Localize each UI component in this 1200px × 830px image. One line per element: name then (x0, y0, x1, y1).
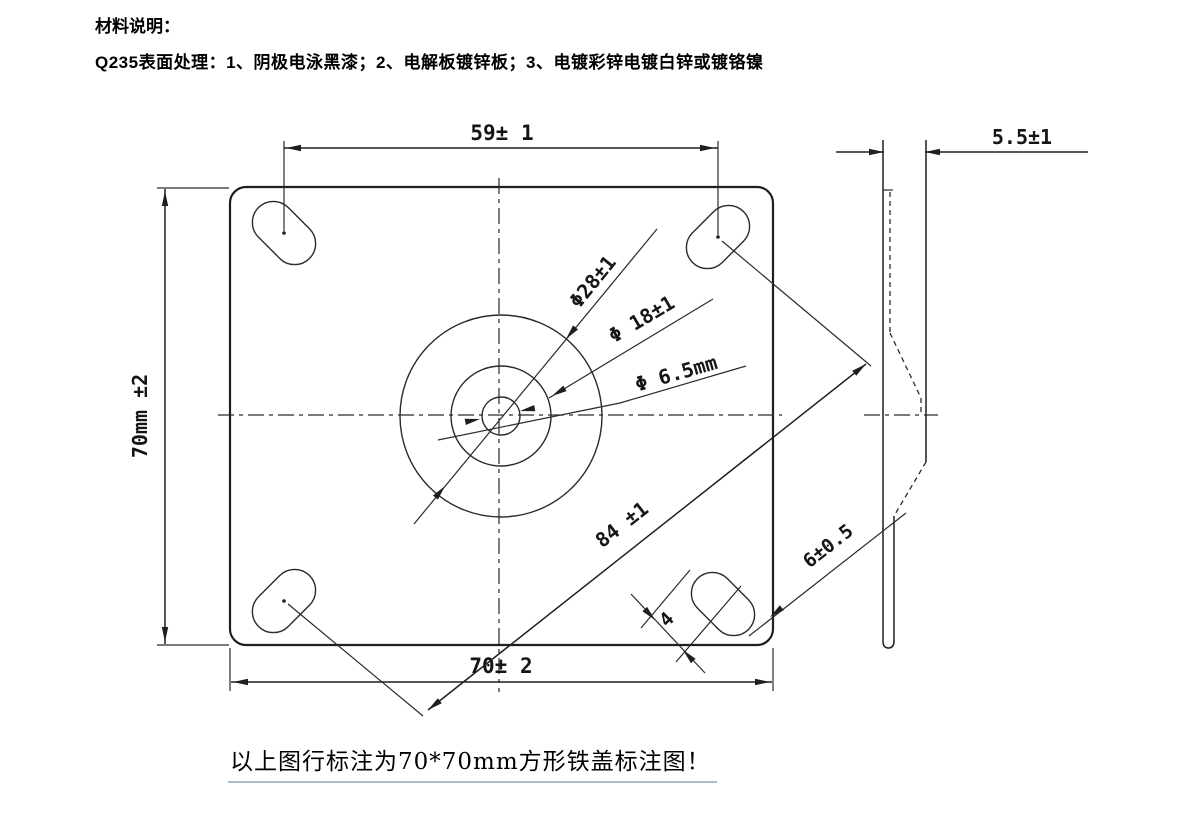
dim-bottom-width-label: 70± 2 (469, 654, 532, 678)
extension-line (675, 585, 742, 663)
dim-thickness: 5.5±1 (836, 125, 1088, 156)
extension-line (721, 240, 872, 367)
dim-thickness-label: 5.5±1 (992, 125, 1052, 149)
arrowhead (464, 418, 480, 426)
slot-bottom-left (251, 568, 317, 634)
leader-line (437, 365, 747, 441)
slot-top-right (685, 204, 751, 270)
arrowhead (566, 325, 579, 339)
dia-28-label: Φ28±1 (564, 251, 621, 313)
slot-bottom-right (690, 571, 756, 637)
leader-line (413, 228, 658, 525)
arrowhead (233, 678, 248, 686)
slot-center-mark (282, 231, 286, 235)
arrowhead (642, 606, 655, 620)
dim-top-width: 59± 1 (283, 121, 719, 235)
dia-18-label: Φ 18±1 (604, 290, 678, 347)
arrowhead (852, 364, 866, 376)
dim-left-height-label: 70mm ±2 (128, 374, 152, 458)
side-hidden-bend (889, 332, 922, 399)
arrowhead (520, 404, 536, 412)
dimension-line (748, 512, 907, 637)
dim-top-width-label: 59± 1 (470, 121, 533, 145)
leader-dia-6-5: Φ 6.5mm (437, 350, 747, 441)
circle-28mm (399, 314, 603, 518)
slot-center-mark (716, 235, 720, 239)
leader-line (548, 298, 714, 399)
dim-left-height: 70mm ±2 (128, 187, 229, 646)
material-note-body: Q235表面处理：1、阴极电泳黑漆；2、电解板镀锌板；3、电镀彩锌电镀白锌或镀铬… (95, 53, 764, 72)
extension-line (287, 603, 424, 717)
leader-dia-28: Φ28±1 (413, 228, 658, 525)
arrowhead (683, 650, 696, 664)
circle-18mm (450, 365, 552, 467)
dim-slot-length-label: 4 (655, 608, 679, 632)
dimension-line (630, 593, 706, 674)
arrowhead (432, 486, 445, 500)
dim-slot-length: 4 (630, 569, 742, 674)
extension-line (640, 569, 691, 629)
arrowhead (869, 148, 884, 156)
arrowhead (770, 605, 784, 617)
dimension-line (427, 363, 867, 711)
arrowhead (755, 678, 770, 686)
arrowhead (428, 698, 442, 710)
arrowhead (700, 144, 715, 152)
dim-slot-width-label: 6±0.5 (799, 520, 858, 573)
arrowhead (925, 148, 940, 156)
dim-bottom-width: 70± 2 (229, 648, 774, 691)
dia-6-5-label: Φ 6.5mm (632, 350, 720, 396)
arrowhead (161, 627, 169, 642)
slot-center-mark (282, 599, 286, 603)
arrowhead (552, 385, 567, 396)
dim-diagonal-label: 84 ±1 (591, 496, 653, 552)
arrowhead (286, 144, 301, 152)
circle-6-5mm (481, 396, 521, 436)
plate-side-view (864, 140, 938, 649)
material-notes: 材料说明： Q235表面处理：1、阴极电泳黑漆；2、电解板镀锌板；3、电镀彩锌电… (95, 18, 763, 73)
side-hidden-bend-lower (893, 461, 927, 517)
drawing-caption: 以上图行标注为70*70mm方形铁盖标注图！ (228, 742, 717, 783)
material-note-title: 材料说明： (95, 17, 180, 36)
arrowhead (161, 191, 169, 206)
plate-outline (228, 185, 775, 647)
side-bottom-edge (882, 640, 895, 649)
plate-front-view (218, 178, 782, 692)
